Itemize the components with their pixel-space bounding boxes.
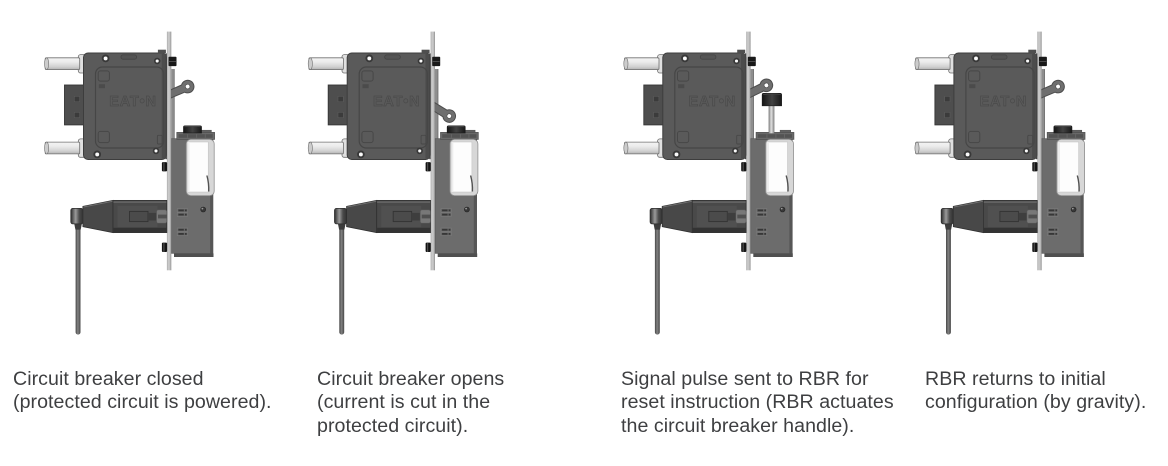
step-caption-4: RBR returns to initial configuration (by… bbox=[925, 368, 1147, 414]
illustration-step-3 bbox=[622, 30, 795, 336]
illustration-step-1 bbox=[43, 30, 216, 336]
figure-canvas: EAT•N bbox=[43, 30, 1086, 336]
rbr-plunger-retracted bbox=[183, 125, 202, 134]
rbr-plunger-retracted bbox=[1053, 125, 1073, 134]
step-caption-1: Circuit breaker closed (protected circui… bbox=[13, 368, 272, 414]
step-caption-2: Circuit breaker opens (current is cut in… bbox=[317, 368, 505, 437]
illustration-step-2 bbox=[307, 30, 480, 336]
rbr-plunger-extended bbox=[761, 92, 782, 134]
illustration-step-4 bbox=[913, 30, 1086, 336]
rbr-plunger-retracted bbox=[446, 125, 466, 134]
step-caption-3: Signal pulse sent to RBR for reset instr… bbox=[621, 368, 894, 437]
